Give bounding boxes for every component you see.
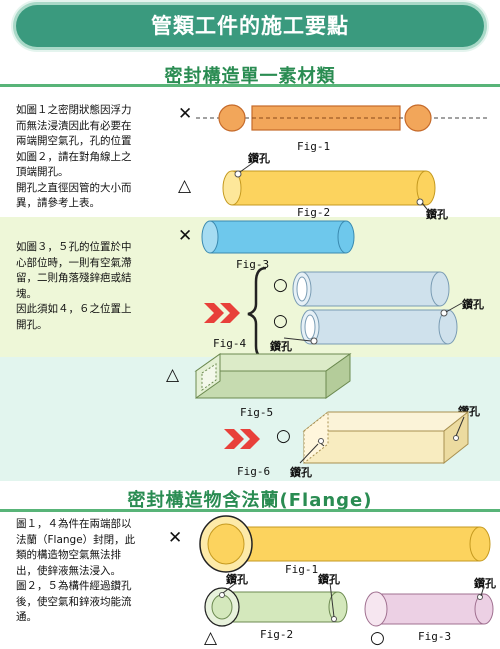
circle-mark: ○ — [370, 628, 385, 648]
fig-6-label: Fig-6 — [237, 465, 271, 478]
drill-hole-label: 鑽孔 — [426, 208, 448, 221]
fig-2-label: Fig-2 — [260, 628, 294, 641]
cross-mark: ✕ — [178, 104, 193, 124]
section1-title: 密封構造單一素材類 — [164, 66, 336, 87]
section1-text-2: 如圖３，５孔的位置於中 心部位時，一則有空氣滯 留，二則角落殘鋅疤或結 塊。 因… — [16, 241, 132, 331]
fig-2-label: Fig-2 — [297, 206, 331, 219]
section2-text: 圖１，４為件在兩端部以 法蘭（Flange）封閉，此 類的構造物空氣無法排 出，… — [16, 518, 136, 623]
section1-text-1: 如圖１之密閉狀態因浮力 而無法浸漬因此有必要在 兩端開空氣孔，孔的位置 如圖２，… — [16, 104, 132, 209]
drill-hole-label: 鑽孔 — [270, 340, 292, 353]
fig-1-label: Fig-1 — [297, 140, 331, 153]
flange-fig-2-drilled-pipe — [204, 582, 348, 627]
section2-divider — [0, 509, 500, 512]
circle-mark: ○ — [276, 426, 291, 446]
triangle-mark: △ — [166, 365, 180, 385]
fig-3-label: Fig-3 — [418, 630, 452, 643]
drill-hole-label: 鑽孔 — [226, 573, 248, 586]
cross-mark: ✕ — [168, 528, 183, 548]
page-title-banner: 管類工件的施工要點 — [16, 5, 484, 47]
drill-hole-label: 鑽孔 — [474, 577, 496, 590]
fig-2-drilled-pipe — [222, 161, 436, 215]
drill-hole-label: 鑽孔 — [290, 466, 312, 479]
flange-fig-1-sealed-pipe — [199, 515, 491, 573]
drill-hole-label: 鑽孔 — [462, 298, 484, 311]
flange-fig-3-drilled-pipe — [364, 585, 494, 627]
triangle-mark: △ — [204, 628, 218, 648]
drill-hole-label: 鑽孔 — [318, 573, 340, 586]
circle-mark: ○ — [273, 275, 288, 295]
cross-mark: ✕ — [178, 226, 193, 246]
fig-1-label: Fig-1 — [285, 563, 319, 576]
fig-4-upper-pipe — [292, 271, 450, 307]
section1-divider — [0, 84, 500, 87]
fig-4-label: Fig-4 — [213, 337, 247, 350]
circle-mark: ○ — [273, 311, 288, 331]
fig-5-label: Fig-5 — [240, 406, 274, 419]
brace-icon — [247, 266, 267, 360]
fig-1-sealed-pipe — [196, 104, 490, 132]
triangle-mark: △ — [178, 176, 192, 196]
fig-3-label: Fig-3 — [236, 258, 270, 271]
fig-5-square-tube — [194, 353, 352, 399]
fig-3-center-hole-pipe — [201, 220, 355, 254]
section2-title: 密封構造物含法蘭(Flange) — [127, 490, 373, 511]
fig-6-drilled-square-tube — [299, 410, 470, 465]
fig-4-lower-pipe — [283, 302, 463, 345]
